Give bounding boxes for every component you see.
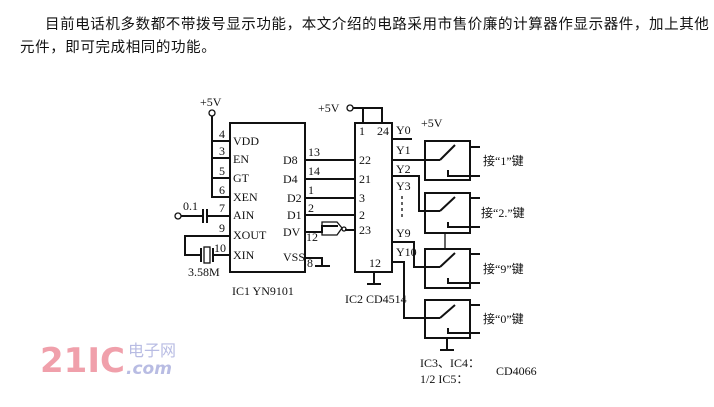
input-terminal [174, 212, 182, 220]
ic2-output: Y9 [396, 226, 411, 240]
ic1-pin-num: 13 [308, 145, 320, 159]
ic2-label: IC2 CD4514 [345, 292, 407, 306]
ic1-supply-label: +5V [200, 95, 222, 109]
ic-note: 1/2 IC5： [420, 372, 468, 386]
ic1-label: IC1 YN9101 [232, 284, 294, 298]
inverter-gate [321, 221, 343, 236]
switch-label: 接“2.”键 [481, 205, 525, 220]
switch-1 [424, 140, 480, 181]
switch-supply-label: +5V [421, 116, 443, 130]
svg-text:电子网: 电子网 [128, 341, 176, 360]
supply-terminal [346, 104, 354, 112]
ic2-pin-num: 23 [359, 223, 371, 237]
ic2-output: Y3 [396, 179, 411, 193]
ic2-output: Y1 [396, 143, 411, 157]
switch-array: +5V 接“1”键 接“2.”键 接“9”键 接“0”键 IC3、IC4： 1/… [420, 116, 537, 386]
capacitor-label: 0.1 [183, 199, 198, 213]
ic1-pin-name: DV [283, 225, 301, 239]
ic2-pin-num: 2 [359, 208, 365, 222]
inverter-bubble [341, 226, 347, 232]
ic1-pin-num: 9 [219, 221, 225, 235]
ic1-pin-num: 4 [219, 127, 225, 141]
switch-label: 接“1”键 [483, 153, 524, 168]
crystal-label: 3.58M [188, 265, 220, 279]
watermark-logo: 21IC 电子网 .com [40, 341, 176, 381]
ic-note-part: CD4066 [496, 364, 537, 378]
switch-label: 接“0”键 [483, 311, 524, 326]
crystal-symbol [184, 235, 230, 262]
switch-9 [424, 248, 480, 289]
crystal-body [203, 246, 211, 264]
svg-text:21IC: 21IC [40, 341, 125, 381]
ic1-pin-num: 2 [308, 201, 314, 215]
ic2: +5V 1 24 22 21 3 2 23 12 IC2 CD4514 Y0 Y… [318, 101, 440, 319]
capacitor-symbol [181, 209, 230, 223]
ic2-pin-num: 24 [377, 124, 389, 138]
supply-terminal [208, 109, 216, 117]
ic1-pin-name: D2 [287, 191, 302, 205]
switch-2 [424, 192, 480, 234]
ic2-output: Y10 [396, 245, 417, 259]
ic1-pin-name: EN [233, 152, 249, 166]
ic1-pin-name: GT [233, 171, 250, 185]
ic1-pin-num: 8 [307, 256, 313, 270]
switch-0 [424, 299, 480, 351]
svg-text:.com: .com [126, 359, 172, 379]
ic1-pin-name: D8 [283, 153, 298, 167]
ic2-pin-num: 3 [359, 191, 365, 205]
ic1-pin-num: 10 [214, 241, 226, 255]
intro-paragraph: 目前电话机多数都不带拨号显示功能，本文介绍的电路采用市售价廉的计算器作显示器件，… [20, 17, 710, 56]
ic1-pin-num: 6 [219, 183, 225, 197]
ground-symbol [367, 272, 381, 285]
ic1-pin-num: 1 [308, 183, 314, 197]
ic1-pin-num: 14 [308, 164, 320, 178]
ic1-pin-name: XIN [233, 248, 255, 262]
switch-label: 接“9”键 [483, 261, 524, 276]
ic1-pin-num: 7 [219, 201, 225, 215]
ic1: +5V 4 3 5 6 7 9 10 VDD EN GT XEN AIN XOU… [174, 95, 355, 298]
ic-note: IC3、IC4： [420, 356, 480, 370]
wire [353, 107, 383, 123]
ic2-supply-label: +5V [318, 101, 340, 115]
ic2-output: Y0 [396, 123, 411, 137]
ic2-output: Y2 [396, 162, 411, 176]
ic2-pin-num: 1 [359, 124, 365, 138]
ic1-pin-name: AIN [233, 208, 255, 222]
ic1-pin-name: XOUT [233, 228, 267, 242]
ic2-pin-num: 12 [369, 256, 381, 270]
ic1-pin-name: D1 [287, 208, 302, 222]
ic1-pin-name: D4 [283, 172, 298, 186]
ic2-pin-num: 21 [359, 172, 371, 186]
data-bus [305, 159, 355, 216]
ic2-pin-num: 22 [359, 153, 371, 167]
ic1-pin-name: VSS [283, 250, 305, 264]
ic1-pin-name: VDD [233, 134, 259, 148]
ic1-pin-num: 12 [306, 230, 318, 244]
wire [211, 116, 230, 198]
ic1-pin-num: 3 [219, 144, 225, 158]
ic1-pin-num: 5 [219, 164, 225, 178]
ic1-pin-name: XEN [233, 190, 258, 204]
output-wires [392, 138, 440, 319]
